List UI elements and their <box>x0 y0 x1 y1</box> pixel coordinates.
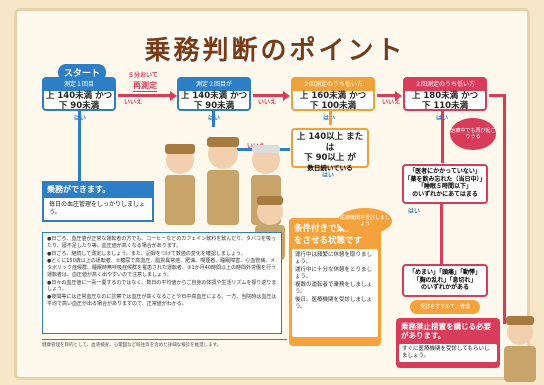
caution-list: 運行中は頻繁に休憩を取りましょう。 運行中に十分な休憩をとりましょう。 複数の運… <box>292 249 378 337</box>
arrow-1-head <box>170 91 177 101</box>
driver-figure <box>165 144 195 225</box>
no-label-1: いいえ <box>124 99 143 106</box>
step-5-card: 上 140以上 または 下 90以上 が 数日続いている <box>291 128 369 172</box>
caution-panel: 条件付きで乗務 をさせる状態です 運行中は頻繁に休憩を取りましょう。 運行中に十… <box>289 218 381 346</box>
no-label-2: いいえ <box>258 99 277 106</box>
arrow-1 <box>118 94 170 97</box>
ok-box-title: 乗務ができます。 <box>42 181 154 198</box>
step-5-line2: 下 90以上 が <box>304 153 356 164</box>
cond-line2: 「薬を飲み忘れた（当日中）」 <box>404 175 486 183</box>
step-1-line2: 下 90未満 <box>58 101 100 112</box>
caution-title: 条件付きで乗務 <box>294 224 354 234</box>
step-3-line2: 下 100未満 <box>309 101 357 112</box>
cond-line1: 「医者にかかっていない」 <box>409 168 481 175</box>
yes-line-2 <box>212 111 215 127</box>
arrow-3 <box>377 94 395 97</box>
retest-label-2: 再測定 <box>133 81 157 92</box>
bubble-2: 医療機関を受診しましょう <box>338 208 392 234</box>
symptom-line1: 「めまい」「頭痛」「動悸」 <box>408 269 481 276</box>
note-item: ●日ごろ、血圧値が正常な運転者の方でも、コーヒーなどのカフェイン飲料を飲んだり、… <box>47 236 277 249</box>
arrow-3-head <box>395 91 402 101</box>
cond-down <box>440 204 443 264</box>
step-2-header: 測定２回目が <box>179 79 249 91</box>
step-2-line1: 上 140未満 かつ <box>180 90 248 101</box>
step-1-card: 測定１回目 上 140未満 かつ 下 90未満 <box>42 77 116 111</box>
yes-line-1 <box>78 111 81 181</box>
footer-note: 健康管理を目的として、血液検査、心電図など既往等を含めた詳細な検診を推奨します。 <box>42 339 287 348</box>
notes-panel: ●日ごろ、血圧値が正常な運転者の方でも、コーヒーなどのカフェイン飲料を飲んだり、… <box>42 232 282 334</box>
retest-label-1: ５分おいて <box>128 72 158 79</box>
step-1-header: 測定１回目 <box>44 79 114 91</box>
note-item: ●夜間等には正常血圧なのに診察では血圧が高くなることや日中高血圧による。一方、当… <box>47 294 277 307</box>
caution-title2: をさせる状態です <box>294 236 363 246</box>
bubble-3: 受診をすすめて、管理 <box>410 300 480 314</box>
step-5-line3: 数日続いている <box>307 163 353 172</box>
arrow-4 <box>489 94 505 97</box>
arrow-4-down <box>503 94 506 324</box>
step-4-header: ２回測定のうち低い方 <box>405 79 485 91</box>
step-3-header: ２回測定のうち低い方 <box>293 79 373 91</box>
yes-label-6: はい <box>408 208 421 215</box>
step-5-line1: 上 140以上 または <box>296 132 364 153</box>
cond-box: 「医者にかかっていない」 「薬を飲み忘れた（当日中）」 「睡眠５時間以下」 のい… <box>402 164 488 204</box>
arrow-2-head <box>283 91 290 101</box>
step-1-line1: 上 140未満 かつ <box>45 90 113 101</box>
note-item: ●とくに150歳以上の運転者、②糖尿で高血圧、脂質異常症、肥満、喫煙者、睡眠障害… <box>47 258 277 278</box>
note-item: ●日々の血圧値に一喜一憂するのではなく、数日の平均値からご自身の体調や生活リズム… <box>47 279 277 293</box>
yes-label-5: はい <box>322 172 335 179</box>
arrow-2 <box>253 94 283 97</box>
cond-line4: のいずれかにあてはまる <box>412 190 478 198</box>
note-item: ●日ごろ、継続して測定しましょう。また、記録をつけて数値の変化を確認しましょう。 <box>47 250 246 257</box>
caution-item: 運行中は頻繁に休憩を取りましょう。 <box>295 252 373 266</box>
step-4-line1: 上 180未満 かつ <box>411 90 479 101</box>
step-3-card: ２回測定のうち低い方 上 160未満 かつ 下 100未満 <box>291 77 375 111</box>
no-label-3: いいえ <box>382 99 401 106</box>
ok-box-body: 毎日の血圧管理をしっかりしましょう。 <box>42 196 154 222</box>
step-2-card: 測定２回目が 上 140未満 かつ 下 90未満 <box>177 77 251 111</box>
step-4-line2: 下 110未満 <box>421 101 469 112</box>
cond-line3: 「睡眠５時間以下」 <box>417 183 472 190</box>
symptom-box: 「めまい」「頭痛」「動悸」 「胸の乱れ」「息切れ」 のいずれかがある <box>402 264 488 297</box>
step-4-card: ２回測定のうち低い方 上 180未満 かつ 下 110未満 <box>403 77 487 111</box>
yes-line-4 <box>441 111 444 163</box>
driver-figure <box>207 137 239 225</box>
start-label: スタート <box>58 64 107 81</box>
symptom-line2: 「胸の乱れ」「息切れ」 <box>413 276 477 284</box>
stop-title: 乗務禁止措置を講じる必要があります。 <box>401 322 491 340</box>
page-title: 乗務判断のポイント <box>144 36 406 66</box>
symptom-line3: のいずれかがある <box>420 284 469 291</box>
yes-line-3 <box>329 111 332 125</box>
stop-panel: 乗務禁止措置を講じる必要があります。 すぐに医療機関を受診してもらいしましょう。 <box>396 318 500 368</box>
caution-item: 後日、医療機関を受診しましょう。 <box>295 296 373 310</box>
step-2-line2: 下 90未満 <box>193 101 235 112</box>
caution-item: 運行中に十分な休憩をとりましょう。 <box>295 266 373 281</box>
step-3-line1: 上 160未満 かつ <box>299 90 367 101</box>
driver-manager-illustration <box>504 316 536 382</box>
bubble-1: 治療中でも再び起こりうる <box>450 118 496 150</box>
stop-body: すぐに医療機関を受診してもらいしましょう。 <box>399 344 497 363</box>
caution-item: 複数の運転者で乗務をしましょう。 <box>295 281 373 296</box>
